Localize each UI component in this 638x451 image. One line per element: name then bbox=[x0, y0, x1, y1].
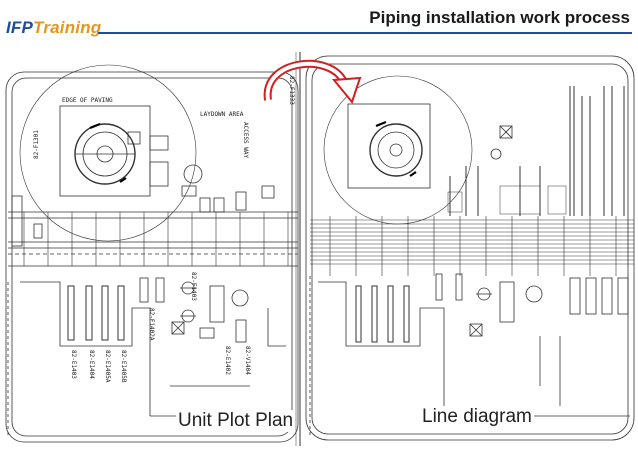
caption-line-diagram: Line diagram bbox=[420, 406, 534, 428]
equipment-tag-8: 82-V1404 bbox=[244, 346, 251, 375]
equipment-tag-4: 82-E1403 bbox=[70, 350, 77, 379]
transition-arrow bbox=[263, 59, 362, 105]
plot-plan-labels: 82-F1301 EDGE OF PAVING LAYDOWN AREA ACC… bbox=[33, 76, 295, 383]
logo-ifp: IFP bbox=[6, 18, 34, 37]
equipment-tag-2: 82-F1403 bbox=[190, 272, 197, 301]
ifp-training-logo: IFPTraining bbox=[6, 18, 101, 38]
equipment-tag-3: 82-E1402 bbox=[224, 346, 231, 375]
engineering-drawing: 82-F1301 EDGE OF PAVING LAYDOWN AREA ACC… bbox=[5, 52, 635, 446]
access-way-label: ACCESS WAY bbox=[242, 122, 249, 159]
header-rule bbox=[98, 32, 632, 34]
logo-training: Training bbox=[33, 18, 102, 37]
plot-plan-panel bbox=[5, 64, 299, 443]
equipment-tag-7: 82-E1405B bbox=[120, 350, 127, 383]
line-diagram-panel bbox=[305, 55, 635, 441]
page-title: Piping installation work process bbox=[369, 8, 630, 27]
equipment-tag-5: 82-E1404 bbox=[88, 350, 95, 379]
tank-tag: 82-F1301 bbox=[33, 130, 40, 159]
edge-paving-label: EDGE OF PAVING bbox=[62, 97, 113, 104]
top-reference-tag: 82-F1333 bbox=[288, 76, 295, 105]
equipment-tag-6: 82-E1405A bbox=[104, 350, 111, 383]
header: IFPTraining Piping installation work pro… bbox=[0, 0, 638, 46]
caption-unit-plot-plan: Unit Plot Plan bbox=[176, 410, 296, 432]
laydown-label: LAYDOWN AREA bbox=[200, 111, 244, 118]
equipment-tag-1: 82-F1402A bbox=[148, 308, 155, 341]
